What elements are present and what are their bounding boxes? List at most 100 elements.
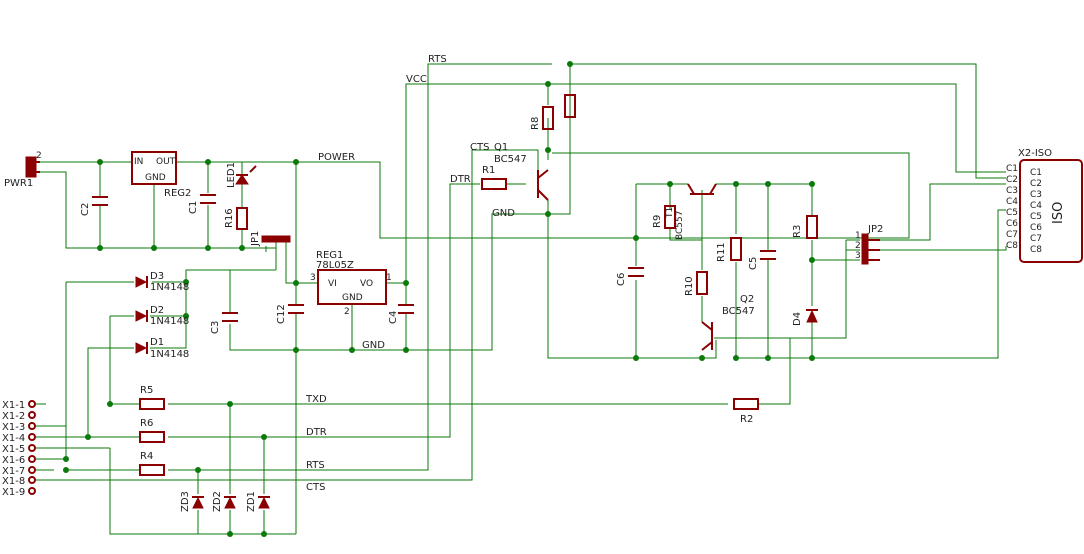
zd1-zener <box>258 496 270 509</box>
r5-resistor <box>139 398 165 410</box>
r8-resistor <box>542 106 554 130</box>
zd3-label: ZD3 <box>180 491 191 512</box>
x2-pin-left-c7: C7 <box>1006 230 1018 240</box>
r9-label: R9 <box>652 215 663 228</box>
jp2-pin-two: 2 <box>855 241 861 251</box>
r11-label: R11 <box>716 242 727 262</box>
d4-diode <box>806 309 818 323</box>
c6-capacitor <box>628 267 644 277</box>
c6-label: C6 <box>616 273 627 286</box>
r3-label: R3 <box>792 225 803 238</box>
t1-label: T1 <box>665 207 675 219</box>
r6-label: R6 <box>140 418 153 429</box>
x2-iso-connector <box>1019 159 1083 263</box>
d2-diode <box>135 310 148 322</box>
d2-part-label: 1N4148 <box>150 316 189 327</box>
reg1-pin-three: 3 <box>310 273 316 283</box>
reg1-part-label: 78L05Z <box>316 260 354 271</box>
c4-capacitor <box>398 304 414 314</box>
reg1-label: REG1 <box>316 250 343 261</box>
r3-resistor <box>806 215 818 239</box>
x2-pin-right-c5: C5 <box>1030 212 1042 222</box>
c3-capacitor <box>222 312 238 322</box>
r16-resistor <box>236 207 248 230</box>
c1-label: C1 <box>188 201 199 214</box>
x2-pin-left-c1: C1 <box>1006 164 1018 174</box>
reg1-gnd-label: GND <box>342 293 363 303</box>
net-gnd-mid-label: GND <box>362 340 385 351</box>
x2-pin-right-c4: C4 <box>1030 201 1042 211</box>
x1-pin-2: X1-2 <box>2 411 25 422</box>
reg2-body <box>131 151 177 185</box>
reg2-gnd-label: GND <box>145 173 166 183</box>
x2-label: X2-ISO <box>1018 148 1052 159</box>
r9-resistor <box>664 205 676 229</box>
c3-label: C3 <box>210 321 221 334</box>
t1-part-label: BC557 <box>675 211 685 240</box>
x2-pin-left-c5: C5 <box>1006 208 1018 218</box>
x1-connector <box>28 400 36 495</box>
pwr1-pin-two: 2 <box>36 151 42 161</box>
net-dtr-r1-label: DTR <box>450 174 471 185</box>
c4-label: C4 <box>388 311 399 324</box>
r1-label: R1 <box>482 165 495 176</box>
reg1-pin-two: 2 <box>344 307 350 317</box>
x1-pin-6: X1-6 <box>2 455 25 466</box>
q1-label: Q1 <box>494 142 508 153</box>
net-rts-top-label: RTS <box>428 54 447 65</box>
d1-part-label: 1N4148 <box>150 349 189 360</box>
r10-resistor <box>696 271 708 295</box>
jp2-pin-one: 1 <box>855 231 861 241</box>
reg1-body <box>317 269 387 305</box>
c5-capacitor <box>760 250 776 260</box>
led1-diode <box>235 165 257 185</box>
r1-resistor <box>481 178 507 190</box>
r5-label: R5 <box>140 385 153 396</box>
net-rts-label: RTS <box>306 460 325 471</box>
r16-label: R16 <box>224 208 235 228</box>
c5-label: C5 <box>748 257 759 270</box>
r4-label: R4 <box>140 451 153 462</box>
d4-label: D4 <box>792 312 803 326</box>
d1-diode <box>135 342 148 354</box>
d3-diode <box>135 276 148 288</box>
q2-part-label: BC547 <box>722 306 755 317</box>
q1-transistor <box>537 169 549 201</box>
d3-label: D3 <box>150 271 164 282</box>
pwr1-connector <box>25 156 40 178</box>
c12-capacitor <box>288 304 304 314</box>
r2-label: R2 <box>740 414 753 425</box>
x1-pin-7: X1-7 <box>2 466 25 477</box>
t1-transistor <box>687 183 717 195</box>
c12-label: C12 <box>276 304 287 324</box>
x2-pin-labels: C1 C2 C3 C4 C5 C6 C7 C8 C1 C2 C3 C4 C5 C… <box>1006 164 1042 255</box>
pwr1-label: PWR1 <box>4 178 33 189</box>
d2-label: D2 <box>150 305 164 316</box>
q2-label: Q2 <box>740 294 754 305</box>
r11-resistor <box>730 237 742 261</box>
jp2-jumper <box>861 233 880 265</box>
x2-pin-right-c1: C1 <box>1030 168 1042 178</box>
r6-resistor <box>139 431 165 443</box>
zd1-label: ZD1 <box>246 491 257 512</box>
x2-pin-right-c6: C6 <box>1030 223 1042 233</box>
jp1-jumper <box>261 235 291 243</box>
x2-pin-right-c3: C3 <box>1030 190 1042 200</box>
r4-resistor <box>139 464 165 476</box>
reg1-pin-one: 1 <box>386 273 392 283</box>
rts-pullup-resistor <box>564 94 576 118</box>
junctions <box>63 61 815 537</box>
net-cts-label: CTS <box>306 482 325 493</box>
x2-pin-right-c7: C7 <box>1030 234 1042 244</box>
jp2-pin-three: 3 <box>855 251 861 261</box>
net-dtr-label: DTR <box>306 427 327 438</box>
net-power-label: POWER <box>318 152 355 163</box>
x2-pin-right-c8: C8 <box>1030 245 1042 255</box>
net-vcc-label: VCC <box>406 74 427 85</box>
net-txd-label: TXD <box>305 394 327 405</box>
reg2-label: REG2 <box>164 188 191 199</box>
x2-pin-left-c8: C8 <box>1006 241 1018 251</box>
jp1-label: JP1 <box>250 231 261 247</box>
x2-pin-left-c6: C6 <box>1006 219 1018 229</box>
